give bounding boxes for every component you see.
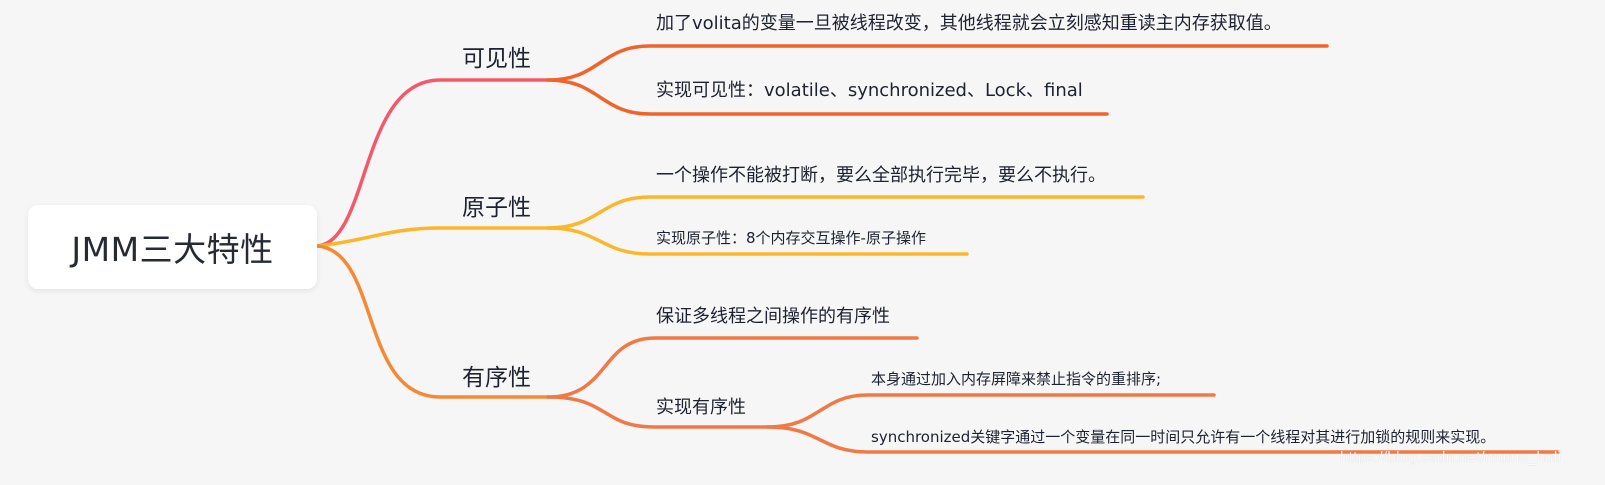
connector-root-visibility: [316, 78, 550, 248]
connector-visibility-child-1: [546, 44, 1329, 82]
visibility-implementation-node[interactable]: 实现可见性：volatile、synchronized、Lock、final: [656, 82, 1083, 100]
connector-atomicity-child-1: [546, 195, 1145, 230]
ordering-memory-barrier-label: 本身通过加入内存屏障来禁止指令的重排序;: [871, 370, 1162, 388]
watermark: https://blog.csdn.net/mumu_huli: [1340, 449, 1562, 466]
atomicity-implementation-label: 实现原子性：8个内存交互操作-原子操作: [656, 229, 926, 247]
branch-atomicity-label: 原子性: [462, 195, 531, 221]
atomicity-definition-label: 一个操作不能被打断，要么全部执行完毕，要么不执行。: [656, 165, 1106, 186]
connector-root-atomicity: [316, 226, 550, 248]
branch-visibility[interactable]: 可见性: [462, 48, 531, 71]
ordering-definition-label: 保证多线程之间操作的有序性: [656, 306, 890, 327]
root-node-label: JMM三大特性: [71, 230, 274, 269]
branch-atomicity[interactable]: 原子性: [462, 197, 531, 220]
branch-ordering-label: 有序性: [462, 365, 531, 391]
ordering-implementation-label: 实现有序性: [656, 397, 746, 418]
ordering-definition-node[interactable]: 保证多线程之间操作的有序性: [656, 308, 890, 326]
branch-ordering[interactable]: 有序性: [462, 367, 531, 390]
atomicity-implementation-node[interactable]: 实现原子性：8个内存交互操作-原子操作: [656, 231, 926, 246]
visibility-definition-label: 加了volita的变量一旦被线程改变，其他线程就会立刻感知重读主内存获取值。: [656, 13, 1282, 34]
ordering-synchronized-label: synchronized关键字通过一个变量在同一时间只允许有一个线程对其进行加锁…: [871, 428, 1496, 446]
visibility-implementation-label: 实现可见性：volatile、synchronized、Lock、final: [656, 80, 1083, 101]
connector-ordering-child-1: [546, 336, 919, 399]
ordering-synchronized-node[interactable]: synchronized关键字通过一个变量在同一时间只允许有一个线程对其进行加锁…: [871, 430, 1495, 445]
atomicity-definition-node[interactable]: 一个操作不能被打断，要么全部执行完毕，要么不执行。: [656, 167, 1106, 185]
branch-visibility-label: 可见性: [462, 46, 531, 72]
ordering-memory-barrier-node[interactable]: 本身通过加入内存屏障来禁止指令的重排序;: [871, 372, 1161, 387]
root-node[interactable]: JMM三大特性: [28, 205, 317, 289]
connector-ordering-impl-child-1: [766, 393, 1216, 429]
ordering-implementation-node[interactable]: 实现有序性: [656, 399, 746, 417]
visibility-definition-node[interactable]: 加了volita的变量一旦被线程改变，其他线程就会立刻感知重读主内存获取值。: [656, 15, 1282, 33]
